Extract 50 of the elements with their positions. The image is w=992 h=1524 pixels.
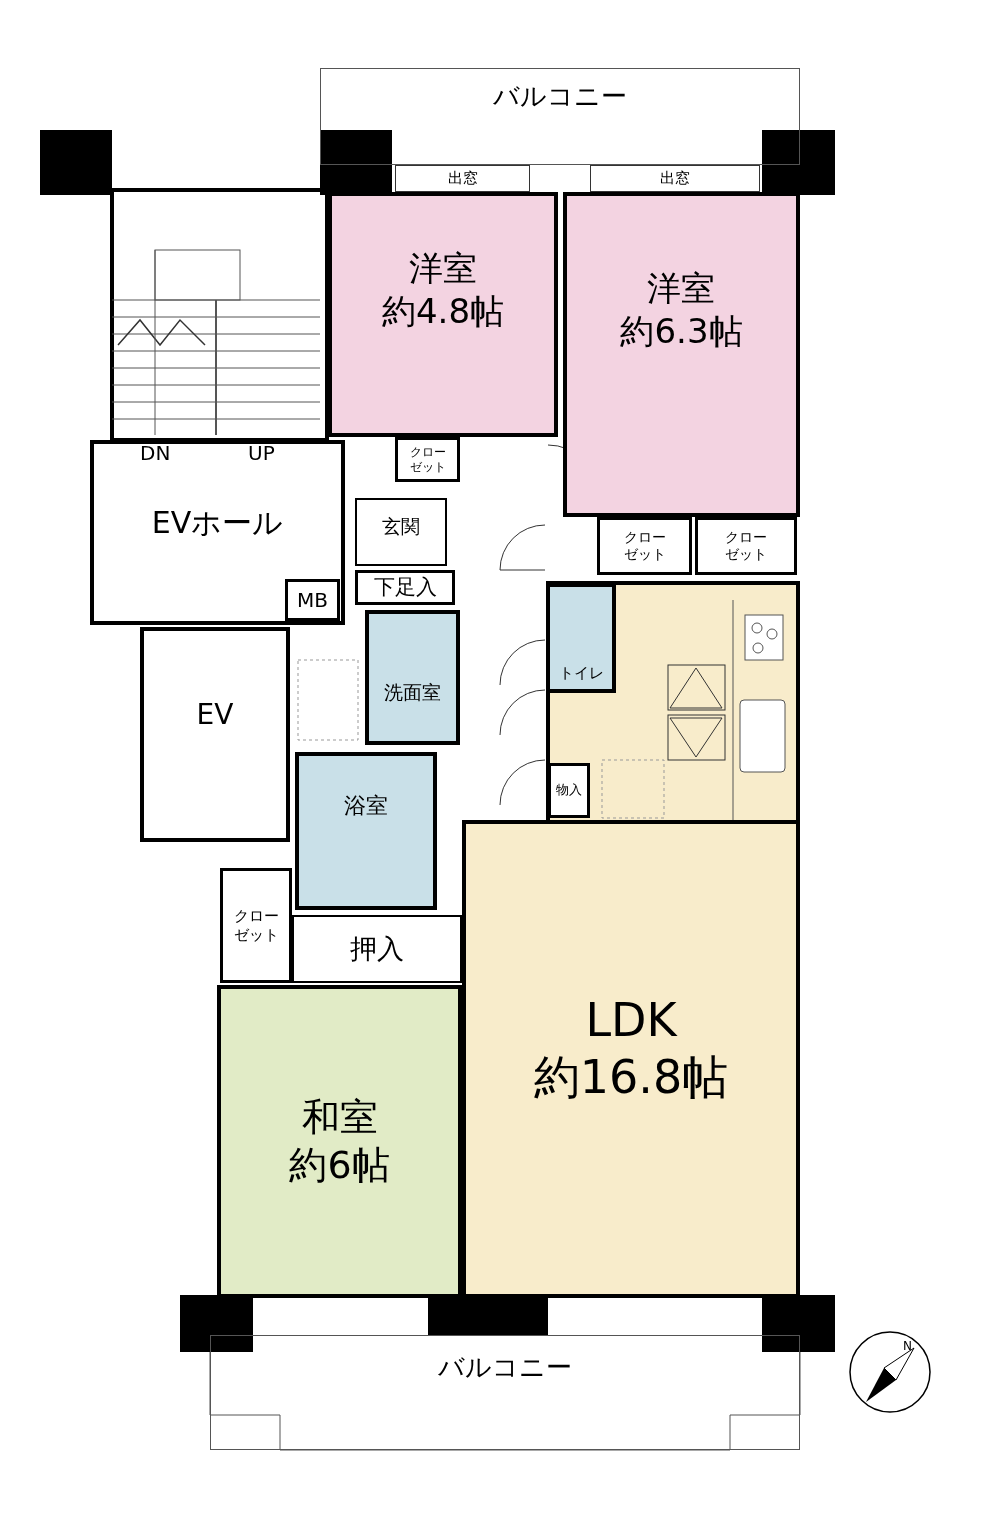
bay-window	[395, 165, 530, 192]
room-label: クローゼット	[623, 528, 666, 564]
room-label: 浴室	[344, 792, 388, 820]
room-label: 玄関	[382, 515, 420, 539]
room	[140, 627, 290, 842]
room	[328, 192, 558, 437]
room-label: LDK	[585, 991, 677, 1049]
room-label: 約16.8帖	[533, 1049, 729, 1106]
stair-direction-label: UP	[248, 443, 275, 463]
room-label: 下足入	[373, 574, 437, 601]
room-label: 約6.3帖	[620, 309, 743, 352]
room	[355, 498, 447, 566]
room-label: 洗面室	[384, 680, 441, 705]
room-label: バルコニー	[438, 1351, 572, 1384]
room	[395, 437, 460, 482]
room-label: 出窓	[447, 169, 478, 188]
room-label: 洋室	[409, 247, 477, 290]
room	[695, 517, 797, 575]
room-label: クローゼット	[233, 906, 279, 945]
room	[462, 820, 800, 1298]
room	[220, 868, 292, 983]
room-label: 和室	[301, 1094, 378, 1141]
balcony-area	[320, 68, 800, 165]
room-label: クローゼット	[409, 444, 446, 475]
room-label: EVホール	[151, 503, 284, 542]
room	[597, 517, 692, 575]
room	[365, 610, 460, 745]
room-label: EV	[196, 697, 234, 732]
balcony-area	[210, 1335, 800, 1450]
room-label: トイレ	[558, 663, 604, 683]
room-label: 約4.8帖	[381, 289, 505, 332]
room	[563, 192, 800, 517]
room-label: 出窓	[660, 169, 690, 188]
room	[355, 570, 455, 605]
room	[295, 752, 437, 910]
room	[90, 440, 345, 625]
room-label: 押入	[350, 932, 404, 966]
room-label: バルコニー	[493, 80, 627, 113]
stair-direction-label: DN	[140, 443, 171, 463]
room	[292, 915, 462, 983]
room-label: 約6帖	[289, 1141, 390, 1189]
room	[285, 579, 340, 621]
room-label: 物入	[556, 782, 582, 799]
room	[548, 763, 590, 818]
room-label: クローゼット	[725, 528, 767, 564]
room-label: MB	[297, 587, 328, 613]
bay-window	[590, 165, 760, 192]
room-label: 洋室	[647, 267, 716, 310]
compass-north-label: N	[903, 1340, 912, 1352]
room	[217, 985, 462, 1298]
